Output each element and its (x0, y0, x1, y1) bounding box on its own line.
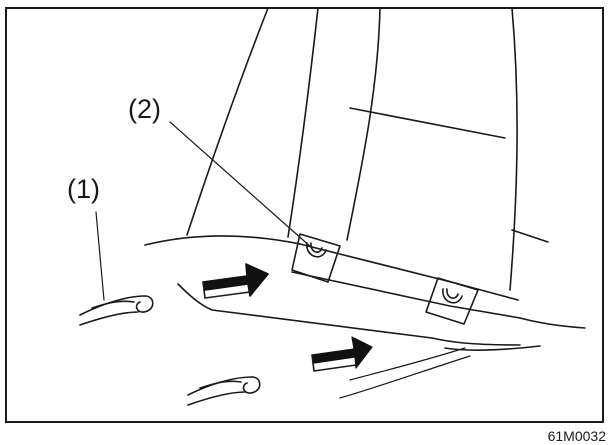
callout-1: (1) (67, 174, 100, 204)
anchor-bracket-right (425, 277, 479, 325)
figure-frame (5, 7, 604, 423)
anchor-bracket-left (291, 233, 341, 283)
seat-back (144, 7, 549, 291)
leader-line-2 (169, 121, 313, 249)
push-arrow-icon (202, 263, 269, 299)
leader-line-1 (95, 211, 105, 301)
seat-cushion (177, 243, 586, 399)
u-bracket-icon (306, 242, 327, 258)
anchor-bar-icon (187, 376, 261, 406)
figure-id: 61M0032 (548, 428, 607, 444)
u-bracket-icon (442, 288, 463, 304)
anchor-bar-icon (79, 295, 154, 326)
push-arrow-icon (311, 336, 373, 372)
callout-2: (2) (128, 94, 161, 124)
